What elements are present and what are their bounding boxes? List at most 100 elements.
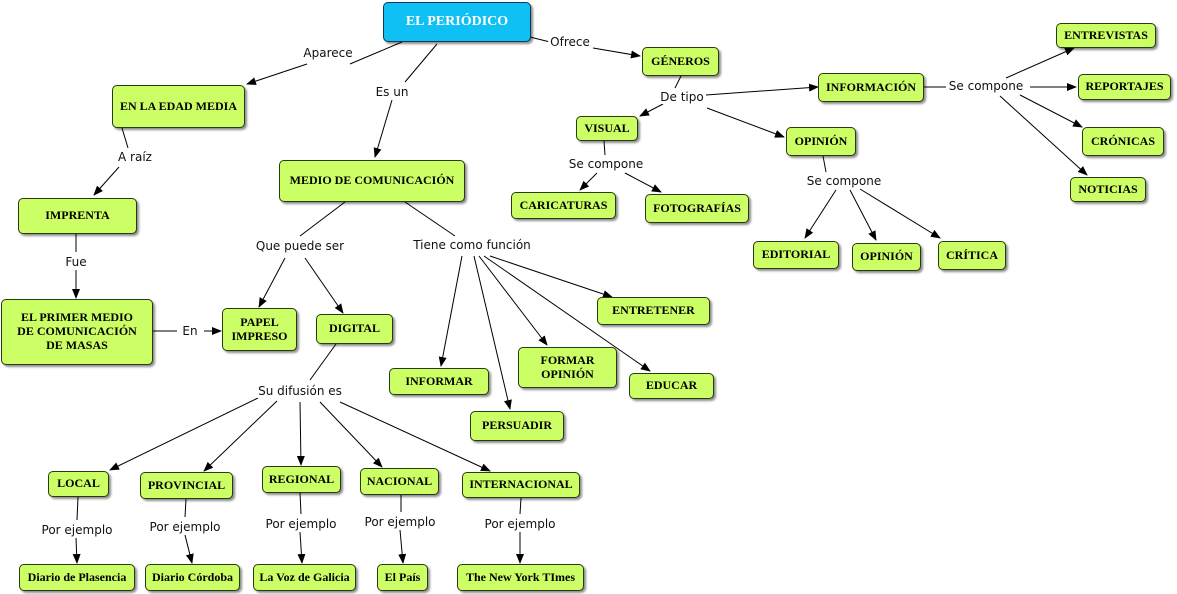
node-new-york-times[interactable]: The New York TImes (457, 564, 584, 591)
connector-line-19 (478, 255, 548, 346)
link-label-se-compone-opinion: Se compone (804, 174, 884, 188)
node-informar[interactable]: INFORMAR (389, 368, 489, 395)
connector-line-41 (706, 107, 785, 138)
node-critica[interactable]: CRÍTICA (938, 241, 1006, 270)
connector-line-50 (1005, 47, 1075, 79)
connector-line-32 (299, 492, 302, 515)
node-fotografias[interactable]: FOTOGRAFÍAS (645, 194, 749, 223)
link-label-por-ejemplo-local: Por ejemplo (39, 523, 115, 537)
node-diario-de-plasencia[interactable]: Diario de Plasencia (19, 564, 135, 591)
connector-line-29 (72, 537, 81, 564)
link-label-tiene-como-funcion: Tiene como función (411, 238, 533, 252)
node-informacion[interactable]: INFORMACIÓN (818, 73, 924, 102)
connector-line-22 (309, 343, 337, 381)
connector-line-53 (999, 95, 1088, 176)
node-formar-opinion[interactable]: FORMAR OPINIÓN (518, 347, 617, 388)
node-educar[interactable]: EDUCAR (629, 373, 714, 399)
connector-line-45 (822, 155, 827, 173)
link-label-que-puede-ser: Que puede ser (253, 239, 347, 253)
connector-line-44 (624, 172, 662, 193)
connector-line-8 (93, 166, 120, 196)
link-label-por-ejemplo-nacional: Por ejemplo (362, 515, 438, 529)
link-label-por-ejemplo-internacional: Por ejemplo (482, 517, 558, 531)
connector-line-6 (592, 47, 641, 59)
connector-line-25 (296, 401, 305, 466)
connector-line-21 (489, 255, 613, 298)
connector-line-20 (483, 255, 651, 372)
node-el-periodico[interactable]: EL PERIÓDICO (383, 2, 531, 42)
connector-line-5 (529, 36, 551, 43)
connector-line-42 (603, 140, 606, 156)
connector-line-3 (404, 43, 438, 83)
node-imprenta[interactable]: IMPRENTA (18, 198, 137, 234)
connector-line-14 (404, 201, 456, 237)
node-visual[interactable]: VISUAL (576, 116, 638, 141)
connector-line-30 (184, 498, 187, 518)
link-label-aparece: Aparece (301, 46, 355, 60)
link-label-por-ejemplo-provincial: Por ejemplo (147, 520, 223, 534)
node-entretener[interactable]: ENTRETENER (597, 297, 710, 325)
connector-line-31 (184, 534, 194, 564)
link-label-fue: Fue (63, 255, 89, 269)
node-opinion-sub[interactable]: OPINIÓN (852, 243, 921, 271)
connector-line-24 (203, 400, 278, 472)
node-nacional[interactable]: NACIONAL (360, 468, 439, 495)
connector-line-2 (246, 63, 308, 85)
connector-line-43 (579, 172, 598, 191)
node-el-pais[interactable]: El País (377, 564, 428, 591)
node-internacional[interactable]: INTERNACIONAL (462, 472, 580, 498)
node-caricaturas[interactable]: CARICATURAS (511, 192, 616, 219)
connector-line-1 (349, 41, 403, 65)
connector-line-38 (674, 75, 682, 89)
node-noticias[interactable]: NOTICIAS (1070, 177, 1146, 202)
node-generos[interactable]: GÉNEROS (642, 47, 719, 76)
link-label-se-compone-visual: Se compone (566, 157, 646, 171)
node-persuadir[interactable]: PERSUADIR (470, 411, 564, 441)
node-diario-cordoba[interactable]: Diario Córdoba (145, 564, 240, 591)
connector-line-40 (705, 83, 819, 96)
connector-line-48 (859, 188, 941, 239)
connector-line-17 (438, 255, 463, 367)
node-medio-de-comunicacion[interactable]: MEDIO DE COMUNICACIÓN (279, 160, 465, 202)
node-cronicas[interactable]: CRÓNICAS (1082, 127, 1164, 156)
node-papel-impreso[interactable]: PAPEL IMPRESO (222, 308, 297, 351)
connector-line-36 (519, 497, 522, 515)
node-la-voz-de-galicia[interactable]: La Voz de Galicia (253, 564, 356, 591)
link-label-en: En (180, 324, 200, 338)
node-provincial[interactable]: PROVINCIAL (140, 472, 233, 499)
connector-line-13 (299, 201, 346, 237)
connector-line-28 (76, 496, 79, 521)
connector-line-4 (373, 99, 393, 158)
connector-line-35 (398, 529, 407, 564)
node-local[interactable]: LOCAL (48, 471, 109, 497)
connector-line-33 (297, 531, 306, 564)
node-opinion[interactable]: OPINIÓN (786, 127, 856, 156)
node-regional[interactable]: REGIONAL (262, 466, 341, 493)
connector-line-27 (339, 401, 491, 472)
connector-line-18 (473, 255, 512, 410)
node-entrevistas[interactable]: ENTREVISTAS (1056, 23, 1156, 48)
connector-line-46 (804, 189, 837, 239)
connector-line-47 (849, 189, 877, 241)
connector-line-7 (121, 127, 129, 149)
link-label-es-un: Es un (373, 85, 411, 99)
connector-line-15 (258, 257, 286, 308)
link-label-su-difusion-es: Su difusión es (256, 384, 344, 398)
link-label-ofrece: Ofrece (548, 35, 592, 49)
node-reportajes[interactable]: REPORTAJES (1078, 74, 1171, 100)
connector-line-16 (304, 257, 344, 314)
node-en-la-edad-media[interactable]: EN LA EDAD MEDIA (112, 85, 245, 128)
connector-line-23 (109, 397, 259, 471)
node-el-primer-medio[interactable]: EL PRIMER MEDIO DE COMUNICACIÓN DE MASAS (1, 299, 153, 365)
link-label-se-compone-informacion: Se compone (946, 79, 1026, 93)
node-editorial[interactable]: EDITORIAL (753, 241, 839, 269)
link-label-a-raiz: A raíz (116, 150, 154, 164)
connector-line-26 (319, 401, 383, 468)
connector-line-39 (639, 103, 664, 117)
link-label-por-ejemplo-regional: Por ejemplo (263, 517, 339, 531)
link-label-de-tipo: De tipo (658, 90, 706, 104)
node-digital[interactable]: DIGITAL (316, 314, 393, 344)
connector-line-52 (1019, 94, 1083, 128)
